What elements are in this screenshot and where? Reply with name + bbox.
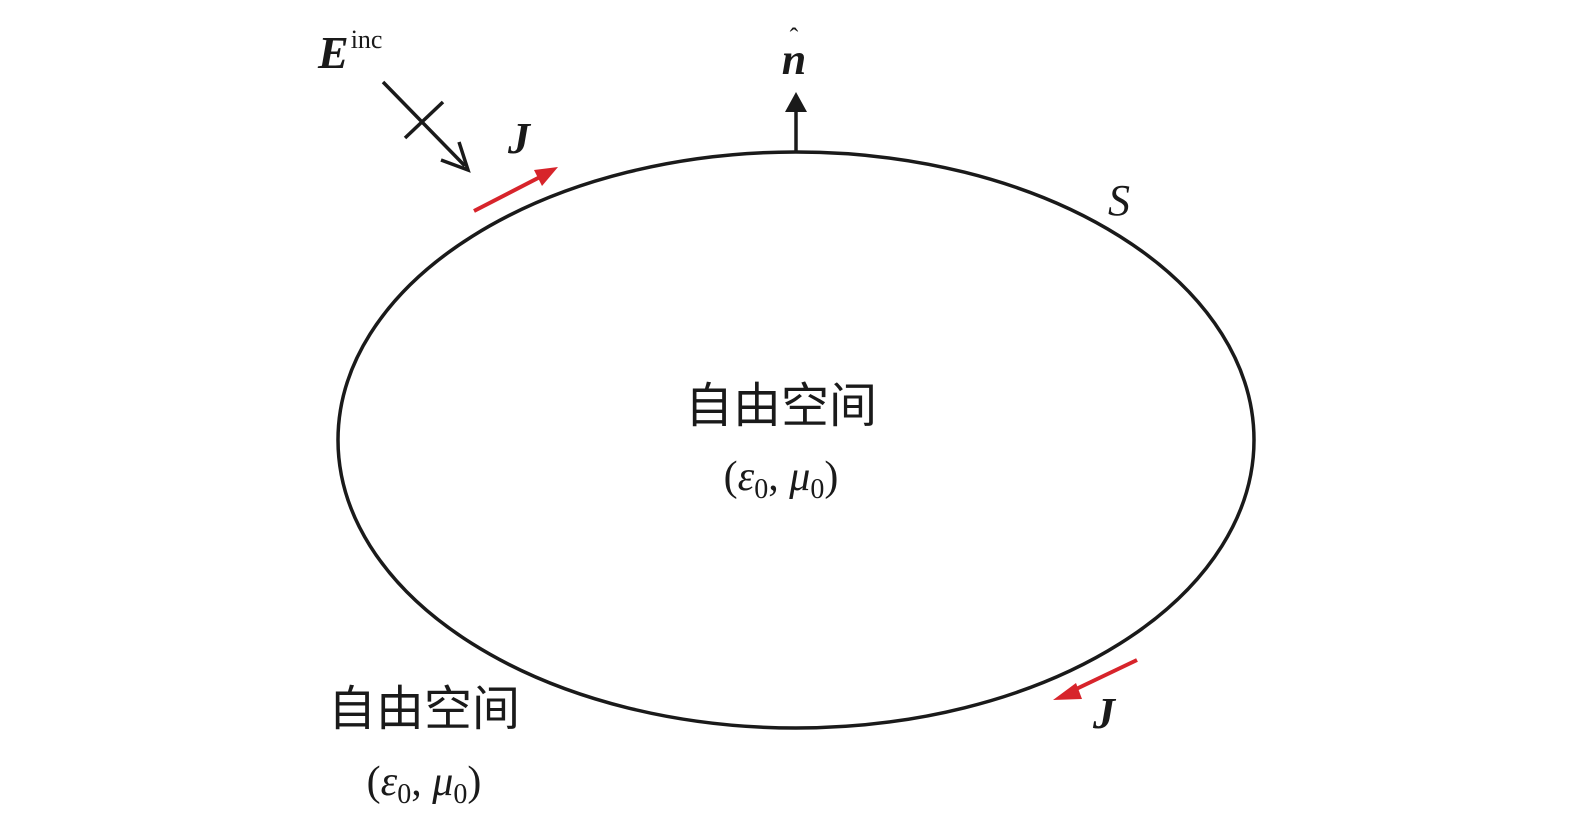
exterior-paren-open: ( <box>367 759 381 805</box>
interior-region-name: 自由空间 <box>685 378 877 434</box>
exterior-mu: μ <box>431 759 453 805</box>
interior-epsilon: ε <box>738 454 755 500</box>
scatterer-surface-outline <box>336 150 1256 730</box>
exterior-paren-close: ) <box>467 759 481 805</box>
exterior-mu-subscript: 0 <box>453 779 467 810</box>
interior-region-params: (ε0, μ0) <box>724 454 839 505</box>
normal-vector-label: n <box>782 35 806 84</box>
interior-separator: , <box>768 454 789 500</box>
normal-vector-hat: ˆ <box>790 23 799 52</box>
incident-field-arrow <box>381 80 471 173</box>
surface-current-label-top: J <box>507 114 532 163</box>
surface-current-arrow-bottom <box>1053 658 1138 700</box>
exterior-epsilon-subscript: 0 <box>397 779 411 810</box>
exterior-epsilon: ε <box>381 759 398 805</box>
exterior-separator: , <box>411 759 432 805</box>
interior-mu-subscript: 0 <box>810 474 824 505</box>
normal-vector-arrow <box>785 92 807 152</box>
incident-field-superscript: inc <box>351 25 383 54</box>
interior-mu: μ <box>788 454 810 500</box>
polarization-tick <box>403 100 445 140</box>
interior-paren-close: ) <box>824 454 838 500</box>
interior-epsilon-subscript: 0 <box>754 474 768 505</box>
incident-field-symbol: E <box>317 27 349 78</box>
exterior-region-name: 自由空间 <box>328 681 520 737</box>
incident-field-label: Einc <box>317 25 382 78</box>
surface-label: S <box>1108 176 1130 225</box>
surface-current-label-bottom: J <box>1092 689 1117 738</box>
surface-current-arrow-top <box>473 167 558 213</box>
exterior-region-params: (ε0, μ0) <box>367 759 482 810</box>
interior-paren-open: ( <box>724 454 738 500</box>
